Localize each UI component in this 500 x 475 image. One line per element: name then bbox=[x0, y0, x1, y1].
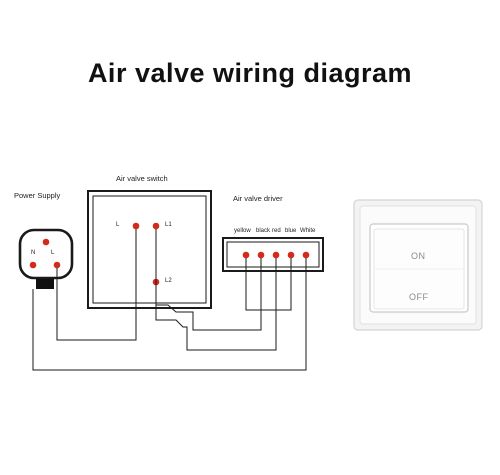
wall-switch bbox=[353, 199, 483, 331]
plug-n-pin bbox=[29, 261, 37, 269]
driver-label-yellow: yellow bbox=[234, 228, 251, 234]
driver-terminal-yellow bbox=[242, 251, 250, 259]
driver-label-white: White bbox=[300, 228, 316, 234]
plug-earth-pin bbox=[42, 238, 50, 246]
switch-terminal-l bbox=[132, 222, 140, 230]
switch-box bbox=[87, 190, 212, 309]
wire-switch-l1 bbox=[155, 229, 277, 351]
wires bbox=[32, 229, 307, 371]
switch-label-l1: L1 bbox=[165, 222, 172, 228]
driver-terminal-red bbox=[272, 251, 280, 259]
diagram-title: Air valve wiring diagram bbox=[87, 58, 413, 88]
driver-terminal-white bbox=[302, 251, 310, 259]
driver-label-black: black bbox=[256, 228, 271, 234]
label-air-valve-switch: Air valve switch bbox=[116, 174, 168, 183]
label-power-supply: Power Supply bbox=[14, 191, 61, 200]
wire-plug-l-to-switch-l bbox=[56, 229, 137, 341]
switch-terminal-l1 bbox=[152, 222, 160, 230]
label-air-valve-driver: Air valve driver bbox=[233, 194, 283, 203]
plug-l-pin bbox=[53, 261, 61, 269]
driver-label-red: red bbox=[272, 228, 281, 234]
wire-switch-l2 bbox=[155, 258, 262, 331]
wire-plug-n-to-driver bbox=[32, 258, 307, 371]
switch-label-l: L bbox=[116, 222, 120, 228]
plug-label-n: N bbox=[31, 250, 36, 256]
wall-switch-on-label: ON bbox=[411, 251, 426, 261]
driver-terminal-black bbox=[257, 251, 265, 259]
switch-label-l2: L2 bbox=[165, 278, 172, 284]
wall-switch-off-label: OFF bbox=[409, 292, 429, 302]
wire-driver-jumper bbox=[245, 258, 292, 311]
plug-label-l: L bbox=[51, 250, 55, 256]
driver-box bbox=[222, 237, 324, 272]
driver-label-blue: blue bbox=[285, 228, 297, 234]
power-plug bbox=[18, 228, 74, 289]
driver-terminal-blue bbox=[287, 251, 295, 259]
